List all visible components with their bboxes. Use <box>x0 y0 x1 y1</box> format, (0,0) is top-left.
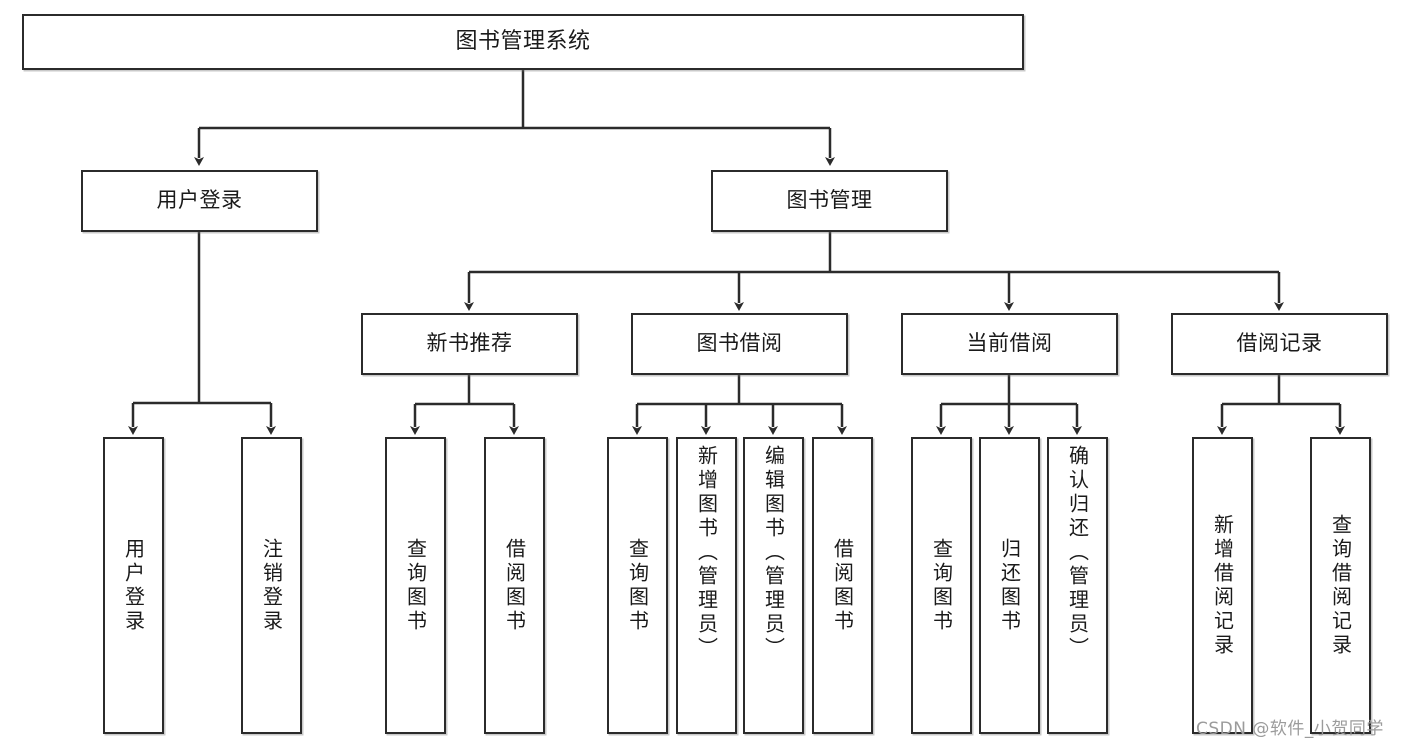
node-label: 当前借阅 <box>966 331 1053 356</box>
leaf-borrow-add-book[interactable]: 新增图书（管理员） <box>676 437 737 734</box>
leaf-borrow-edit-book[interactable]: 编辑图书（管理员） <box>743 437 804 734</box>
node-label: 确认归还（管理员） <box>1065 445 1090 661</box>
node-root-system[interactable]: 图书管理系统 <box>22 14 1024 70</box>
leaf-borrow-borrow-book[interactable]: 借阅图书 <box>812 437 873 734</box>
csdn-watermark: CSDN @软件_小贺同学 <box>1196 719 1384 739</box>
node-label: 借阅记录 <box>1236 331 1323 356</box>
leaf-current-confirm-return[interactable]: 确认归还（管理员） <box>1047 437 1108 734</box>
leaf-recommend-borrow-book[interactable]: 借阅图书 <box>484 437 545 734</box>
leaf-user-login-login[interactable]: 用户登录 <box>103 437 164 734</box>
leaf-user-login-logout[interactable]: 注销登录 <box>241 437 302 734</box>
leaf-borrow-query-book[interactable]: 查询图书 <box>607 437 668 734</box>
leaf-record-query-record[interactable]: 查询借阅记录 <box>1310 437 1371 734</box>
node-label: 图书借阅 <box>696 331 783 356</box>
node-label: 查询图书 <box>403 537 428 634</box>
node-label: 新增图书（管理员） <box>694 445 719 661</box>
node-label: 图书管理 <box>786 188 873 213</box>
node-label: 借阅图书 <box>502 537 527 634</box>
node-book-borrow[interactable]: 图书借阅 <box>631 313 848 375</box>
leaf-record-add-record[interactable]: 新增借阅记录 <box>1192 437 1253 734</box>
node-label: 查询图书 <box>929 537 954 634</box>
node-current-borrow[interactable]: 当前借阅 <box>901 313 1118 375</box>
node-label: 注销登录 <box>259 537 284 634</box>
node-label: 新书推荐 <box>426 331 513 356</box>
node-new-book-recommend[interactable]: 新书推荐 <box>361 313 578 375</box>
leaf-recommend-query-book[interactable]: 查询图书 <box>385 437 446 734</box>
node-label: 图书管理系统 <box>455 28 591 54</box>
node-user-login[interactable]: 用户登录 <box>81 170 318 232</box>
node-borrow-record[interactable]: 借阅记录 <box>1171 313 1388 375</box>
node-label: 归还图书 <box>997 537 1022 634</box>
node-label: 编辑图书（管理员） <box>761 445 786 661</box>
node-label: 查询借阅记录 <box>1328 513 1353 658</box>
node-book-management[interactable]: 图书管理 <box>711 170 948 232</box>
node-label: 新增借阅记录 <box>1210 513 1235 658</box>
leaf-current-query-book[interactable]: 查询图书 <box>911 437 972 734</box>
leaf-current-return-book[interactable]: 归还图书 <box>979 437 1040 734</box>
node-label: 查询图书 <box>625 537 650 634</box>
node-label: 借阅图书 <box>830 537 855 634</box>
node-label: 用户登录 <box>156 188 243 213</box>
node-label: 用户登录 <box>121 537 146 634</box>
